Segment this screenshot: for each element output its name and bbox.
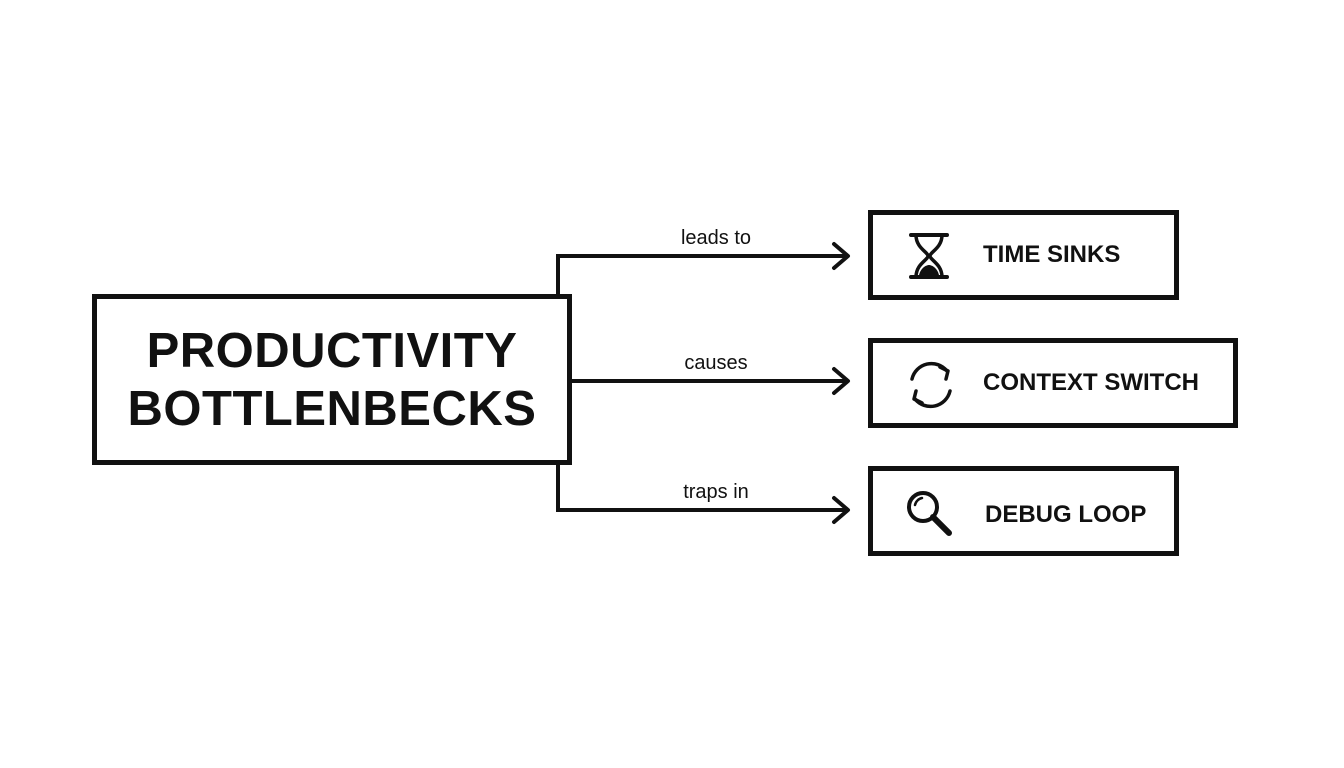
central-node-line-2: BOTTLENBECKS <box>127 381 537 436</box>
central-node: PRODUCTIVITY BOTTLENBECKS <box>92 294 572 465</box>
arrowhead-context-switch <box>832 367 850 395</box>
node-context-switch: CONTEXT SWITCH <box>868 338 1238 428</box>
arrowhead-debug-loop <box>832 496 850 524</box>
node-label-context-switch: CONTEXT SWITCH <box>983 369 1199 396</box>
edge-label-traps-in: traps in <box>683 481 749 503</box>
edge-label-causes: causes <box>684 352 748 374</box>
edge-line-time-sinks <box>556 254 848 294</box>
edge-line-debug-loop <box>556 465 848 512</box>
node-debug-loop: DEBUG LOOP <box>868 466 1179 556</box>
magnifier-icon <box>907 491 952 536</box>
node-time-sinks: TIME SINKS <box>868 210 1179 300</box>
refresh-cycle-icon <box>910 361 952 409</box>
central-node-line-1: PRODUCTIVITY <box>146 323 518 378</box>
edge-label-leads-to: leads to <box>680 227 752 249</box>
hourglass-icon <box>909 233 949 279</box>
arrowhead-time-sinks <box>832 242 850 270</box>
node-label-debug-loop: DEBUG LOOP <box>985 501 1147 528</box>
node-label-time-sinks: TIME SINKS <box>983 241 1121 268</box>
